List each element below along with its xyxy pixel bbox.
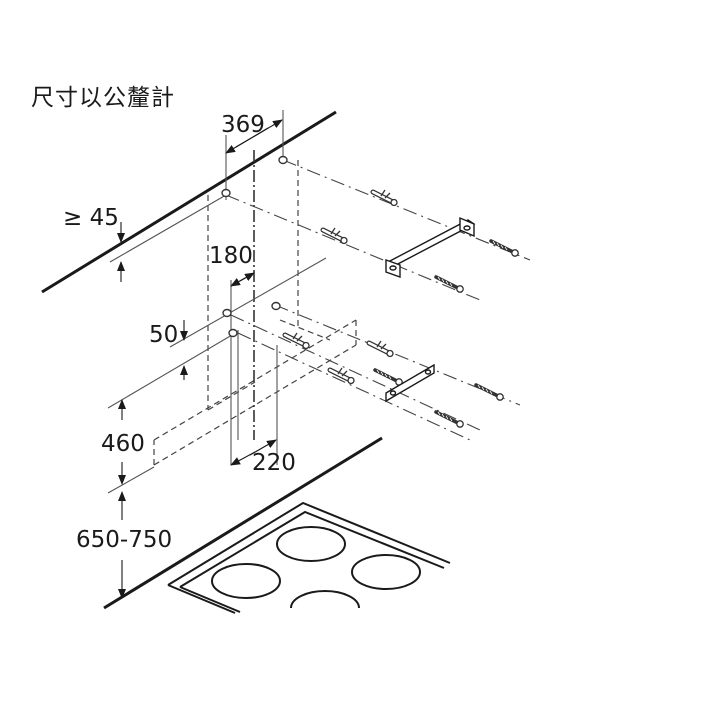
wall-plug <box>369 341 393 357</box>
ceiling-line <box>41 110 337 294</box>
screw <box>474 383 505 402</box>
dim-180: 180 <box>209 243 253 269</box>
wall-plug <box>285 333 309 349</box>
wall-plug <box>373 190 397 206</box>
wall-plug <box>323 228 347 244</box>
screw <box>489 239 520 258</box>
dim-220: 220 <box>252 450 296 476</box>
screw <box>434 275 465 294</box>
worktop-line <box>103 436 383 610</box>
hob <box>167 501 451 614</box>
dim-50: 50 <box>149 322 178 348</box>
dim-460: 460 <box>101 431 145 457</box>
units-caption: 尺寸以公釐計 <box>31 85 175 111</box>
lower-bracket <box>385 363 435 403</box>
dim-369: 369 <box>221 112 265 138</box>
drill-holes <box>221 155 288 338</box>
hood-outline <box>153 160 357 466</box>
screw <box>434 410 465 429</box>
dim-650-750: 650-750 <box>76 527 172 553</box>
dim-min-45: ≥ 45 <box>63 205 119 231</box>
upper-bracket <box>385 216 476 278</box>
